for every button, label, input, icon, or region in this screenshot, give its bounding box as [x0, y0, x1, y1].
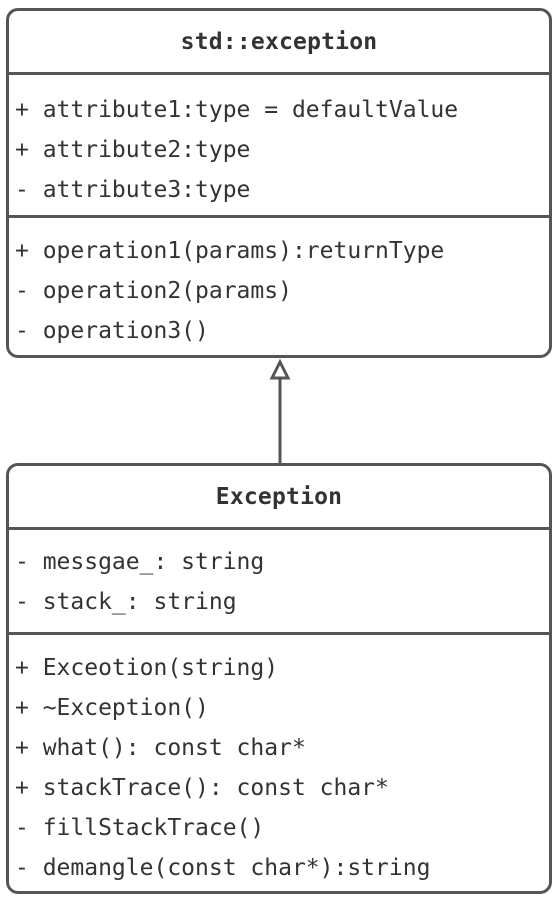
attribute: + attribute2:type [15, 137, 251, 163]
operation: - operation3() [15, 318, 209, 344]
operation: + Exceotion(string) [15, 655, 279, 681]
operations-compartment: + operation1(params):returnType - operat… [9, 218, 549, 351]
generalization-arrowhead-icon [269, 358, 291, 380]
attribute: - attribute3:type [15, 177, 251, 203]
attribute: - messgae_: string [15, 549, 265, 575]
attribute: - stack_: string [15, 589, 237, 615]
operation: + stackTrace(): const char* [15, 775, 389, 801]
class-box-exception: Exception - messgae_: string - stack_: s… [6, 463, 552, 894]
operation: + ~Exception() [15, 695, 209, 721]
class-name: Exception [9, 466, 549, 530]
attributes-compartment: + attribute1:type = defaultValue + attri… [9, 75, 549, 218]
operation: - demangle(const char*):string [15, 855, 431, 881]
operations-compartment: + Exceotion(string) + ~Exception() + wha… [9, 635, 549, 888]
attributes-compartment: - messgae_: string - stack_: string [9, 530, 549, 635]
attribute: + attribute1:type = defaultValue [15, 97, 459, 123]
operation: + operation1(params):returnType [15, 238, 445, 264]
class-name: std::exception [9, 11, 549, 75]
operation: - operation2(params) [15, 278, 292, 304]
operation: - fillStackTrace() [15, 815, 265, 841]
operation: + what(): const char* [15, 735, 306, 761]
class-box-std-exception: std::exception + attribute1:type = defau… [6, 8, 552, 358]
